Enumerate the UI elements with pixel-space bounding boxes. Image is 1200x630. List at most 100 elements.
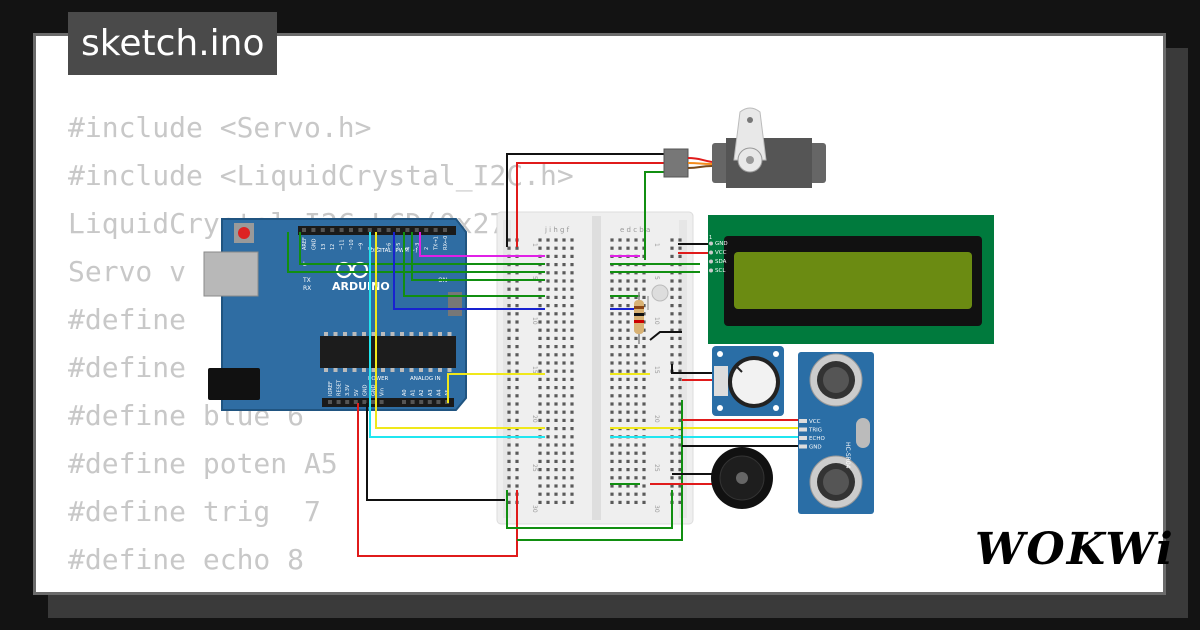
pin-label: GND [362, 384, 368, 396]
power-jack [208, 368, 260, 400]
code-line: #define [68, 351, 187, 384]
pin-label: ~6 [387, 243, 393, 250]
bb-row-number: 1 [531, 243, 538, 247]
filename-tab[interactable]: sketch.ino [68, 12, 278, 75]
code-line: #include <Servo.h> [68, 111, 372, 144]
power-label: POWER [368, 376, 389, 382]
pin-label: RESET [337, 379, 343, 396]
bb-row-number: 15 [531, 366, 538, 374]
code-line: #include <LiquidCrystal_I2C.h> [68, 159, 574, 192]
lcd-pin-marker: 1 [709, 235, 712, 241]
code-line: #define [68, 303, 187, 336]
code-line: #define echo 8 [68, 543, 305, 576]
pin-label: A4 [436, 389, 442, 396]
bb-row-number: 1 [653, 243, 660, 247]
resistor [634, 292, 644, 344]
bb-row-number: 10 [531, 317, 538, 325]
power-analog-header [322, 398, 454, 407]
pin-label: IOREF [328, 381, 334, 396]
wire-green-1 [299, 232, 545, 265]
wires [287, 153, 798, 557]
pin-label: TX→1 [434, 236, 440, 251]
code-line: #define trig 7 [68, 495, 321, 528]
bb-row-number: 5 [531, 276, 538, 280]
buzzer [711, 447, 773, 509]
lcd-pin-label: VCC [715, 250, 727, 256]
pin-label: A2 [419, 389, 425, 396]
wire-green-2 [287, 232, 545, 273]
pin-label: RX←0 [443, 236, 449, 250]
ultrasonic-sensor: HC-SR04 VCC TRIG ECHO GND [798, 352, 874, 514]
wire-green-4 [403, 232, 545, 297]
pin-label: 4 [405, 247, 411, 250]
wire-magenta [419, 232, 545, 257]
bb-letters-left: j i h g f [544, 226, 570, 234]
analog-label: ANALOG IN [410, 376, 441, 382]
potentiometer [712, 346, 784, 416]
bb-row-number: 25 [653, 464, 660, 472]
pin-label: GND [311, 238, 317, 250]
atmega-chip [320, 336, 456, 368]
arduino-brand: ARDUINO [332, 280, 390, 293]
pin-label: ~11 [340, 239, 346, 250]
pin-label: ~3 [415, 243, 421, 250]
wire-blue [393, 232, 545, 310]
usb-port [203, 251, 259, 297]
pin-label: 2 [424, 247, 430, 250]
bb-row-number: 10 [653, 317, 660, 325]
wire-servo-gnd [506, 153, 668, 247]
tx-label: TX [302, 277, 311, 284]
pin-label: AREF [302, 237, 308, 250]
pin-label: A0 [402, 389, 408, 396]
bb-row-number: 5 [653, 276, 660, 280]
pin-label: 3.3V [345, 384, 351, 396]
digital-header [298, 226, 456, 235]
code-line: int v1 [68, 584, 624, 592]
wire-servo-signal [644, 171, 668, 260]
ultrasonic-pin-label: TRIG [808, 428, 822, 434]
wire-yellow-trig [375, 232, 545, 429]
pin-label: GND [371, 384, 377, 396]
wire-green-bottom [506, 490, 673, 529]
wire-servo-vcc [516, 162, 668, 247]
pin-label: 12 [330, 244, 336, 250]
ultrasonic-pins: VCC TRIG ECHO GND [799, 419, 825, 451]
rx-label: RX [303, 285, 311, 292]
pin-label: 13 [321, 244, 327, 250]
wire-green-3 [411, 232, 545, 281]
bb-row-number: 20 [531, 415, 538, 423]
reset-button[interactable] [238, 227, 250, 239]
ultrasonic-pin-label: ECHO [809, 436, 825, 442]
wire-cyan-echo [369, 232, 545, 438]
ultrasonic-pin-label: VCC [809, 419, 821, 425]
ultrasonic-model: HC-SR04 [844, 442, 851, 469]
bb-row-number: 20 [653, 415, 660, 423]
bb-row-number: 15 [653, 366, 660, 374]
bb-letters-right: e d c b a [620, 226, 650, 234]
pin-label: 5V [354, 389, 360, 396]
pin-label: A1 [411, 389, 417, 396]
bb-row-number: 25 [531, 464, 538, 472]
lcd-pin-label: SCL [715, 268, 726, 274]
pin-label: ~9 [358, 243, 364, 250]
pin-label: Vin [380, 388, 386, 396]
code-line: #define poten A5 [68, 447, 338, 480]
wire-5v-bottom [357, 403, 518, 557]
servo-motor [663, 107, 826, 188]
wokwi-logo: WOKWi [975, 524, 1175, 575]
lcd-pin-label: GND [715, 241, 728, 247]
rgb-led [647, 284, 669, 310]
chip-legs [324, 332, 452, 372]
arduino-board: ARDUINO DIGITAL (PWM ~) POWER ANALOG IN … [203, 218, 467, 411]
ultrasonic-pin-label: GND [809, 445, 822, 451]
pin-label: 7 [377, 247, 383, 250]
bb-row-number: 30 [653, 505, 660, 513]
wire-gnd-bottom [366, 403, 505, 501]
pin-label: A3 [428, 389, 434, 396]
wire-yellow-pot [447, 373, 545, 403]
